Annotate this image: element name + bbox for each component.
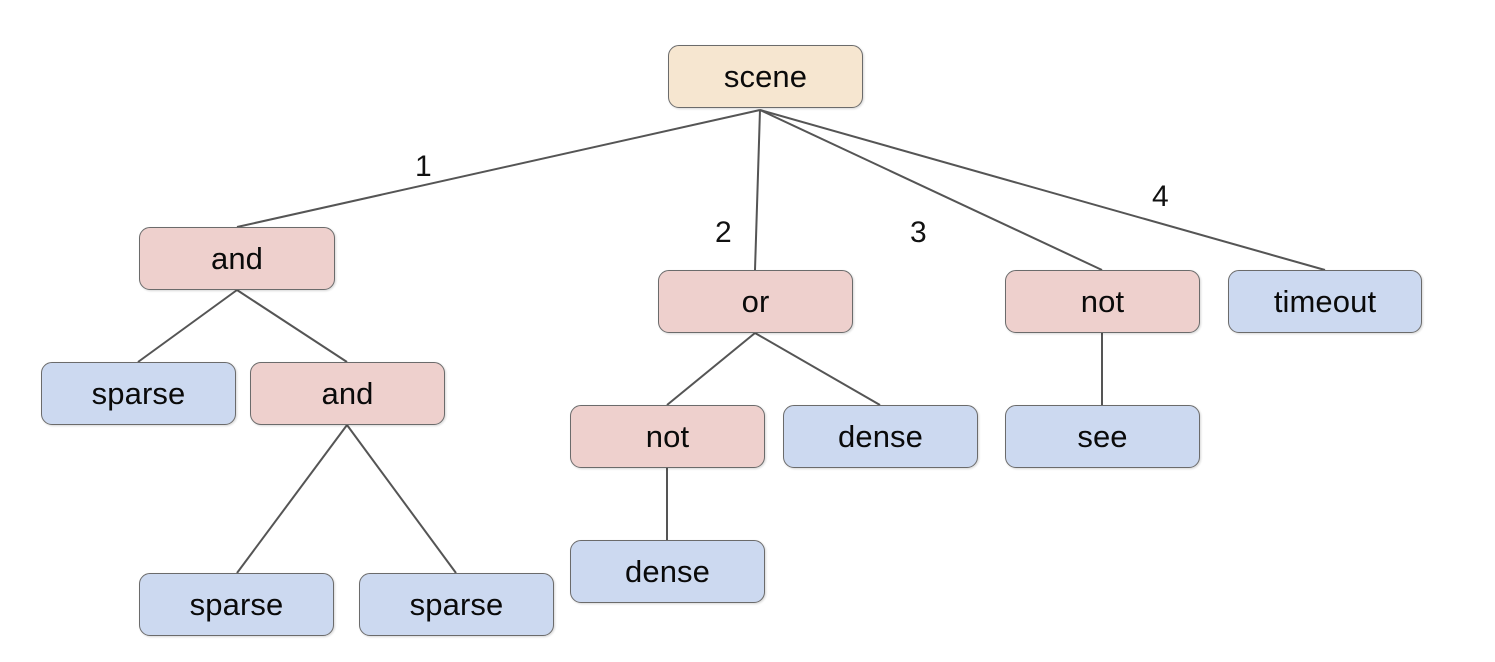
tree-edge [236,289,348,363]
edge-label: 2 [715,216,732,249]
tree-edge [346,424,457,574]
tree-node-label: timeout [1273,283,1377,319]
tree-node-label: dense [838,418,923,454]
tree-node-timeout1[interactable]: timeout [1228,270,1422,333]
tree-node-scene[interactable]: scene [668,45,863,108]
tree-node-sparse3[interactable]: sparse [359,573,554,636]
tree-node-and2[interactable]: and [250,362,445,425]
tree-node-not1[interactable]: not [1005,270,1200,333]
tree-node-label: sparse [409,586,504,622]
edge-label: 1 [415,150,432,183]
tree-node-sparse1[interactable]: sparse [41,362,236,425]
tree-edge [759,109,1326,271]
tree-edge [754,332,881,406]
edge-label: 3 [910,216,927,249]
tree-edge [236,424,348,574]
tree-node-label: and [321,375,374,411]
tree-node-label: sparse [189,586,284,622]
tree-edge [754,109,761,271]
tree-node-see1[interactable]: see [1005,405,1200,468]
tree-node-or1[interactable]: or [658,270,853,333]
tree-node-label: and [210,240,264,276]
tree-node-sparse2[interactable]: sparse [139,573,334,636]
edge-label: 4 [1152,180,1169,213]
tree-node-label: dense [625,553,710,589]
tree-edge [759,109,1103,271]
tree-node-dense1[interactable]: dense [783,405,978,468]
tree-node-not2[interactable]: not [570,405,765,468]
tree-node-and1[interactable]: and [139,227,335,290]
tree-edge [666,332,756,406]
tree-edge [137,289,238,363]
tree-node-label: see [1077,418,1128,454]
tree-node-label: sparse [91,375,186,411]
tree-node-label: scene [723,58,808,94]
tree-node-label: not [1080,283,1125,319]
tree-node-label: not [645,418,690,454]
tree-edge [236,109,761,228]
tree-node-label: or [741,283,770,319]
tree-node-dense2[interactable]: dense [570,540,765,603]
